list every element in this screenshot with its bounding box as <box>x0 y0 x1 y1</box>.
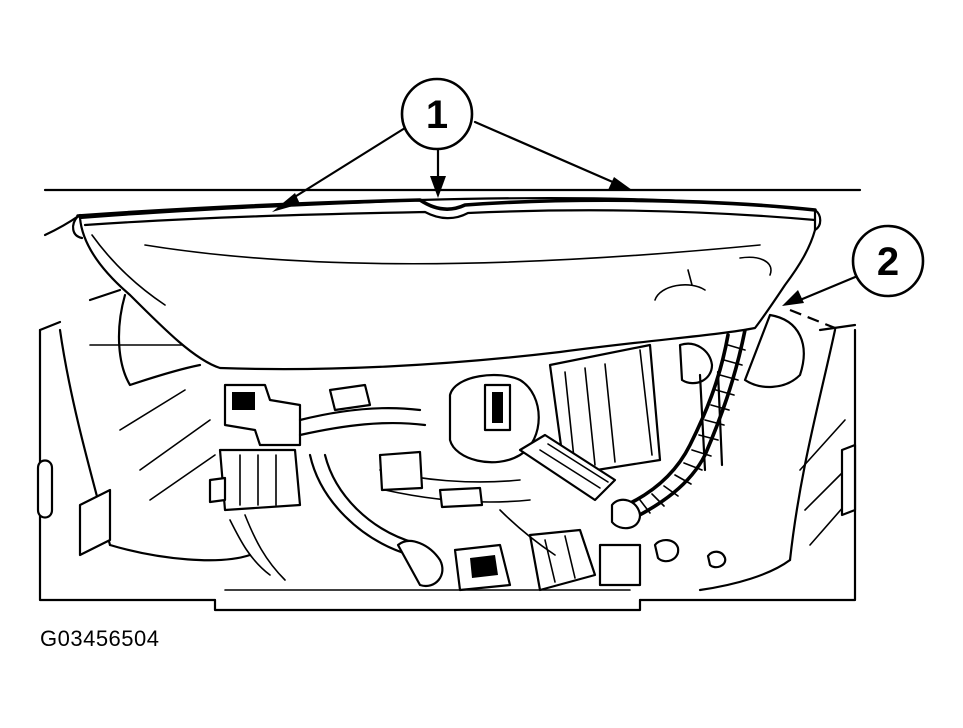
left-panel <box>36 293 252 562</box>
vehicle-opening <box>38 188 862 612</box>
callout-2-leader <box>782 273 862 332</box>
callout-1-leaders <box>272 120 632 212</box>
headlamp-assembly <box>72 196 822 371</box>
callout-2: 2 <box>851 224 925 298</box>
right-panel <box>698 313 857 592</box>
engine-components <box>208 328 747 592</box>
callout-1-label: 1 <box>426 93 448 137</box>
figure-id: G03456504 <box>40 626 160 651</box>
callout-1: 1 <box>400 77 474 151</box>
callout-1-circle <box>400 77 474 151</box>
callout-2-label: 2 <box>877 240 899 284</box>
callout-2-circle <box>851 224 925 298</box>
